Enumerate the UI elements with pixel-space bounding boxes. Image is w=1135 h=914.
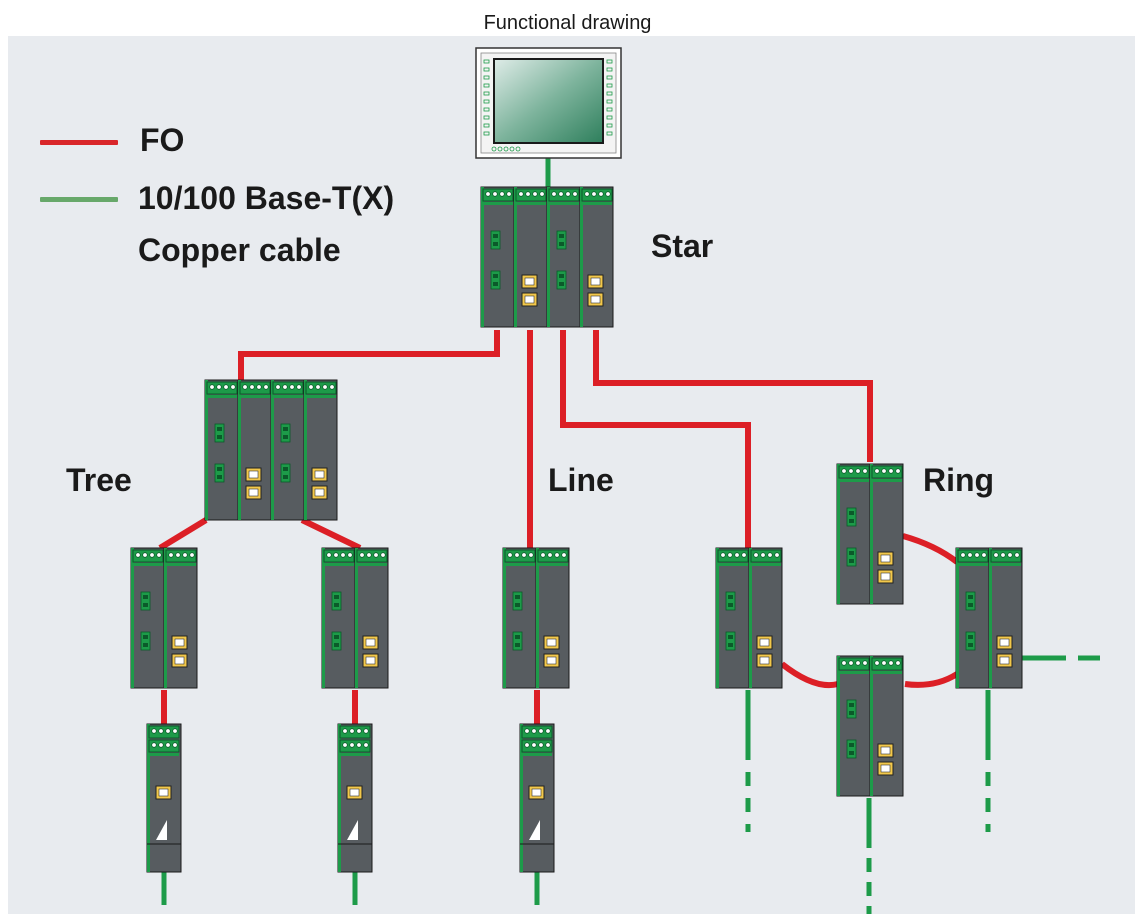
label-star: Star [651,228,714,264]
legend-copper-swatch [40,197,118,202]
label-line: Line [548,462,614,498]
label-ring: Ring [923,462,995,498]
legend-copper-sublabel: Copper cable [138,232,341,268]
star-switch-icon [481,187,613,327]
ring-arc-top [902,533,959,565]
fiber-star-ring-b [593,330,873,462]
media-converter-icon [147,724,181,872]
media-converter-icon [338,724,372,872]
ring-arc-bottom-right [904,671,959,688]
tree-right-switch-icon [322,548,388,688]
ring-arc-bottom-left [780,661,839,688]
diagram-panel [8,36,1135,914]
line-switch-icon [503,548,569,688]
legend-fo-swatch [40,140,118,145]
fiber-star-tree [238,330,500,380]
label-tree: Tree [66,462,132,498]
tree-switch-icon [205,380,337,520]
fiber-star-ring-a [560,330,751,548]
legend-fo-label: FO [140,122,185,158]
ring-bottom-switch-icon [837,656,903,796]
hmi-panel-icon [475,47,622,159]
media-converter-icon [520,724,554,872]
ring-right-switch-icon [956,548,1022,688]
fiber-links [158,330,959,724]
diagram-title: Functional drawing [483,12,652,34]
ring-top-switch-icon [837,464,903,604]
ring-left-switch-icon [716,548,782,688]
tree-left-switch-icon [131,548,197,688]
fiber-tree-right [300,517,362,551]
legend-copper-label: 10/100 Base-T(X) [138,180,395,216]
copper-links [161,158,1112,914]
fiber-tree-left [158,517,208,551]
